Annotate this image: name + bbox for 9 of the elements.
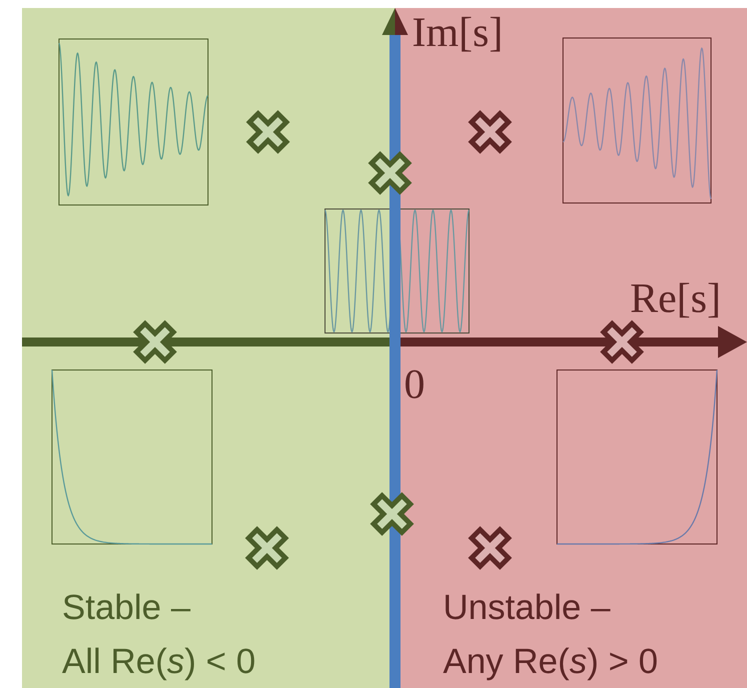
half-plane-region	[22, 8, 395, 688]
half-plane-region	[395, 8, 747, 688]
region-label: Unstable –	[443, 587, 610, 629]
axis-label: Re[s]	[630, 275, 721, 324]
region-label: Stable –	[62, 587, 190, 629]
region-label: Any Re(s) > 0	[443, 641, 658, 683]
axis-label: 0	[404, 361, 425, 410]
axis-label: Im[s]	[412, 9, 503, 58]
region-label: All Re(s) < 0	[62, 641, 256, 683]
